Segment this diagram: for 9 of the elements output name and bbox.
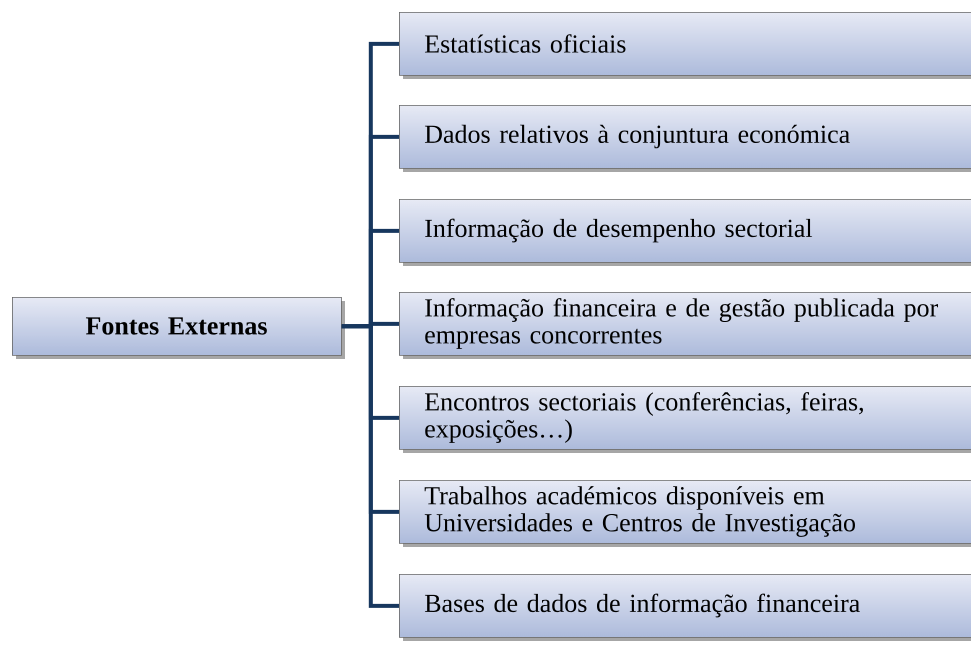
source-box: Bases de dados de informação financeira [399,574,971,641]
source-box: Trabalhos académicos disponíveis em Universidades e Centros de Investigação [399,480,971,547]
source-box: Encontros sectoriais (conferências, feiras, exposições…) [399,386,971,453]
source-box: Informação financeira e de gestão publicada por empresas concorrentes [399,292,971,359]
category-box: Fontes Externas [12,297,345,359]
source-box: Dados relativos à conjuntura económica [399,105,971,172]
source-box: Informação de desempenho sectorial [399,199,971,266]
source-box: Estatísticas oficiais [399,12,971,79]
connector [342,324,399,608]
